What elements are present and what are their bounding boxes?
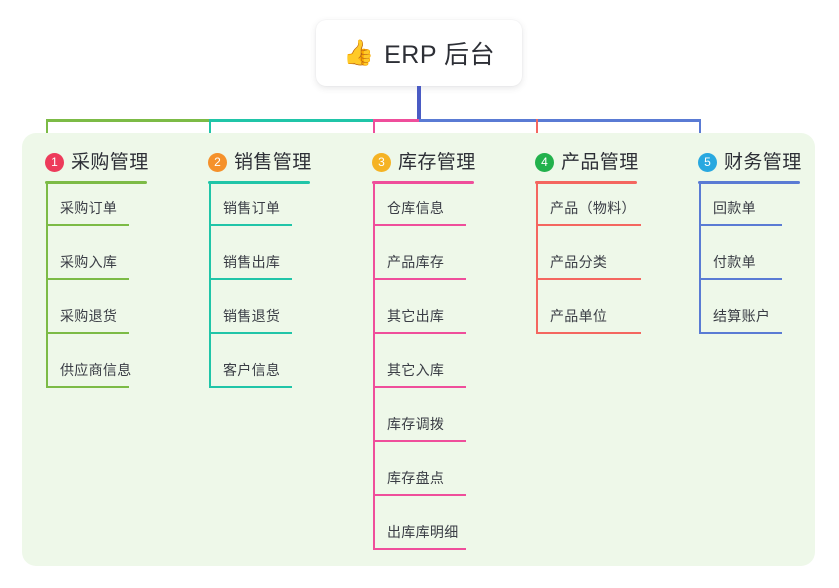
bus-segment-3a — [373, 119, 421, 122]
list-item-underline — [536, 278, 641, 280]
list-item-underline — [699, 278, 782, 280]
list-item-underline — [536, 224, 641, 226]
list-item[interactable]: 产品单位 — [536, 298, 641, 334]
list-item-label: 出库库明细 — [387, 524, 459, 540]
list-item[interactable]: 回款单 — [699, 190, 782, 226]
list-item-label: 销售退货 — [223, 308, 281, 324]
root-title: ERP 后台 — [384, 41, 496, 69]
column-spine-2 — [209, 184, 211, 388]
list-item[interactable]: 出库库明细 — [373, 514, 466, 550]
list-item-label: 其它入库 — [387, 362, 445, 378]
bus-segment-2 — [209, 119, 375, 122]
list-item-underline — [373, 224, 466, 226]
column-underline-5 — [698, 181, 800, 184]
column-underline-4 — [535, 181, 637, 184]
column-badge-1: 1 — [45, 153, 64, 172]
root-stem — [417, 86, 421, 122]
list-item-label: 付款单 — [713, 254, 756, 270]
list-item-underline — [699, 332, 782, 334]
list-item-label: 采购退货 — [60, 308, 118, 324]
list-item-label: 回款单 — [713, 200, 756, 216]
list-item[interactable]: 产品库存 — [373, 244, 466, 280]
column-spine-5 — [699, 184, 701, 334]
list-item[interactable]: 产品（物料） — [536, 190, 641, 226]
list-item-label: 采购入库 — [60, 254, 118, 270]
list-item-underline — [536, 332, 641, 334]
list-item-label: 供应商信息 — [60, 362, 132, 378]
list-item-underline — [209, 332, 292, 334]
list-item-label: 销售订单 — [223, 200, 281, 216]
list-item-underline — [46, 278, 129, 280]
list-item[interactable]: 采购订单 — [46, 190, 129, 226]
column-badge-3: 3 — [372, 153, 391, 172]
column-underline-2 — [208, 181, 310, 184]
root-node[interactable]: 👍 ERP 后台 — [316, 20, 522, 86]
list-item[interactable]: 客户信息 — [209, 352, 292, 388]
list-item-underline — [209, 386, 292, 388]
column-title-5: 财务管理 — [724, 152, 802, 173]
list-item-underline — [373, 386, 466, 388]
list-item[interactable]: 采购退货 — [46, 298, 129, 334]
list-item-underline — [209, 278, 292, 280]
list-item-label: 采购订单 — [60, 200, 118, 216]
column-title-1: 采购管理 — [71, 152, 149, 173]
list-item-underline — [373, 332, 466, 334]
list-item-label: 产品单位 — [550, 308, 608, 324]
list-item[interactable]: 产品分类 — [536, 244, 641, 280]
drop-1 — [46, 119, 48, 136]
column-title-2: 销售管理 — [234, 152, 312, 173]
list-item-underline — [373, 548, 466, 550]
list-item-underline — [46, 224, 129, 226]
column-underline-3 — [372, 181, 474, 184]
list-item-label: 销售出库 — [223, 254, 281, 270]
list-item-label: 库存调拨 — [387, 416, 445, 432]
list-item[interactable]: 采购入库 — [46, 244, 129, 280]
list-item[interactable]: 其它出库 — [373, 298, 466, 334]
list-item[interactable]: 销售出库 — [209, 244, 292, 280]
list-item-underline — [373, 278, 466, 280]
list-item-underline — [373, 494, 466, 496]
list-item[interactable]: 销售订单 — [209, 190, 292, 226]
column-underline-1 — [45, 181, 147, 184]
column-spine-4 — [536, 184, 538, 334]
list-item-label: 库存盘点 — [387, 470, 445, 486]
list-item-label: 客户信息 — [223, 362, 281, 378]
list-item-underline — [46, 332, 129, 334]
thumbs-up-icon: 👍 — [342, 38, 375, 67]
column-title-3: 库存管理 — [398, 152, 476, 173]
drop-5 — [699, 119, 701, 136]
list-item[interactable]: 供应商信息 — [46, 352, 132, 388]
list-item[interactable]: 结算账户 — [699, 298, 782, 334]
list-item-label: 结算账户 — [713, 308, 771, 324]
column-spine-1 — [46, 184, 48, 388]
list-item[interactable]: 其它入库 — [373, 352, 466, 388]
column-spine-3 — [373, 184, 375, 550]
list-item-label: 产品库存 — [387, 254, 445, 270]
list-item-underline — [46, 386, 129, 388]
list-item[interactable]: 库存盘点 — [373, 460, 466, 496]
list-item-label: 产品（物料） — [550, 200, 636, 216]
list-item-underline — [209, 224, 292, 226]
column-badge-5: 5 — [698, 153, 717, 172]
drop-4 — [536, 119, 538, 136]
bus-segment-3b — [419, 119, 538, 122]
list-item-underline — [373, 440, 466, 442]
bus-segment-4 — [536, 119, 701, 122]
list-item-label: 仓库信息 — [387, 200, 445, 216]
list-item-label: 其它出库 — [387, 308, 445, 324]
list-item[interactable]: 销售退货 — [209, 298, 292, 334]
column-badge-4: 4 — [535, 153, 554, 172]
drop-3 — [373, 119, 375, 136]
list-item-underline — [699, 224, 782, 226]
drop-2 — [209, 119, 211, 136]
column-title-4: 产品管理 — [561, 152, 639, 173]
list-item[interactable]: 付款单 — [699, 244, 782, 280]
list-item-label: 产品分类 — [550, 254, 608, 270]
modules-panel — [22, 133, 815, 566]
list-item[interactable]: 库存调拨 — [373, 406, 466, 442]
bus-segment-1 — [46, 119, 211, 122]
column-badge-2: 2 — [208, 153, 227, 172]
list-item[interactable]: 仓库信息 — [373, 190, 466, 226]
